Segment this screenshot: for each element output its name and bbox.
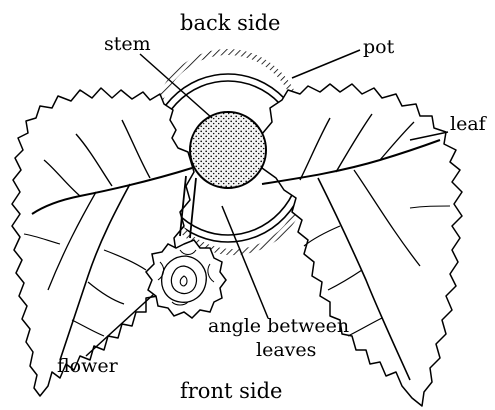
label-angle-between-line2: leaves [256,339,316,361]
label-front-side: front side [180,379,282,403]
left-leaf [12,88,194,396]
leader-angle-between-leaves [222,206,268,318]
label-pot: pot [363,36,395,58]
leader-pot [292,50,360,78]
label-stem: stem [104,33,151,55]
stem [190,112,266,188]
label-leaf: leaf [450,113,488,135]
label-flower: flower [57,355,119,377]
label-angle-between-line1: angle between [208,315,349,337]
label-back-side: back side [180,11,281,35]
